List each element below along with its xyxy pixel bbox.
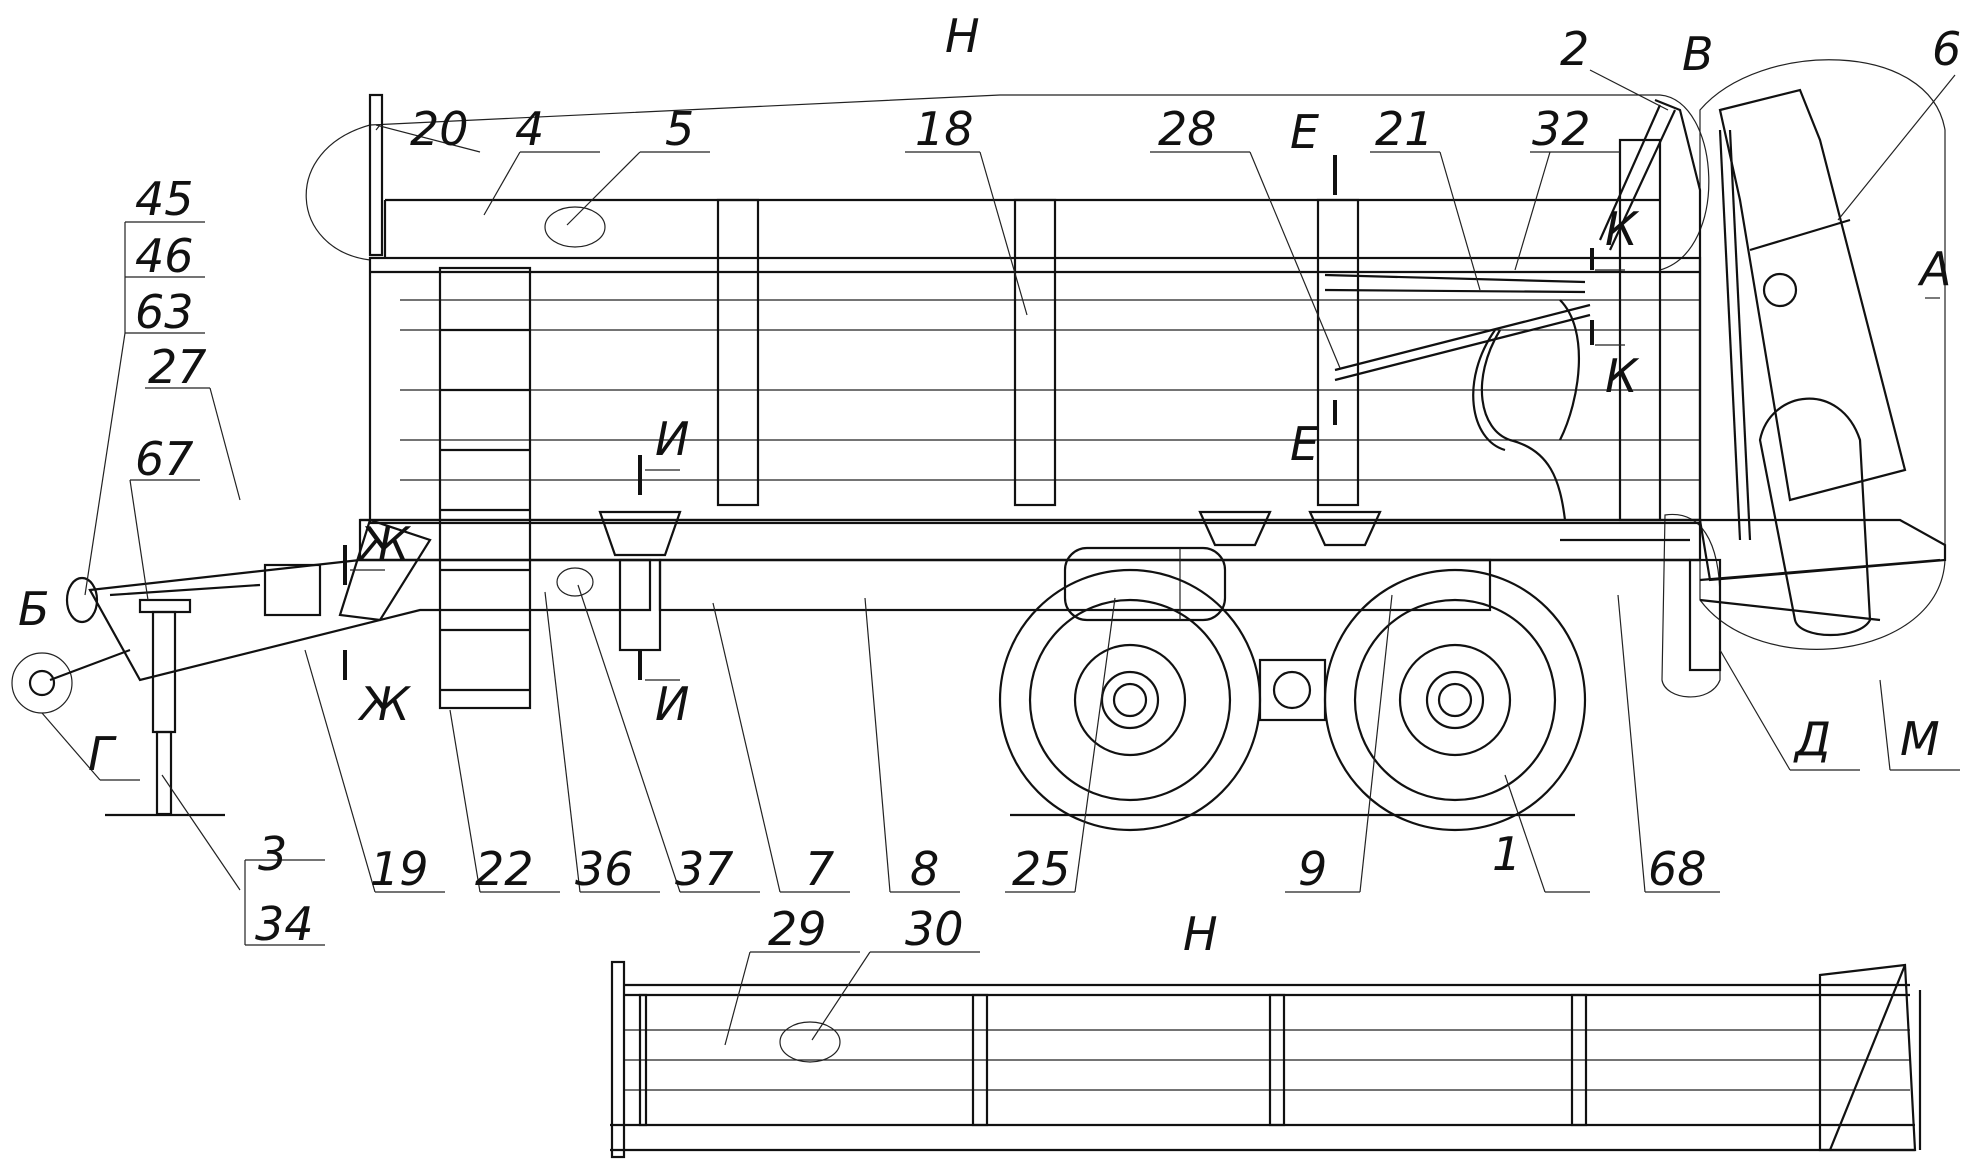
callout-6: 6 bbox=[1932, 22, 1961, 76]
callout-18: 18 bbox=[915, 102, 974, 156]
view-letter-H-bottom: Н bbox=[1183, 907, 1218, 961]
hoppers bbox=[598, 510, 1382, 557]
callout-46: 46 bbox=[135, 229, 194, 283]
ladder bbox=[438, 266, 532, 710]
callout-27: 27 bbox=[148, 340, 207, 394]
view-letter-Zh-top: Ж bbox=[357, 517, 412, 571]
callout-7: 7 bbox=[805, 842, 834, 896]
callout-34: 34 bbox=[255, 897, 314, 951]
view-letter-K-top: К bbox=[1605, 202, 1640, 256]
view-letter-B: Б bbox=[18, 582, 50, 636]
wheels bbox=[998, 568, 1587, 832]
view-letter-I-bot: И bbox=[655, 677, 689, 731]
callout-4: 4 bbox=[515, 102, 544, 156]
callout-2: 2 bbox=[1560, 22, 1589, 76]
bottom-view-H bbox=[610, 960, 1922, 1159]
callout-19: 19 bbox=[370, 842, 429, 896]
tank bbox=[1063, 546, 1227, 622]
hydraulics bbox=[1324, 273, 1690, 542]
callout-25: 25 bbox=[1012, 842, 1071, 896]
callout-67: 67 bbox=[135, 432, 194, 486]
callout-30: 30 bbox=[905, 902, 964, 956]
callout-68: 68 bbox=[1648, 842, 1707, 896]
callout-1: 1 bbox=[1492, 827, 1521, 881]
callout-22: 22 bbox=[475, 842, 534, 896]
callout-21: 21 bbox=[1375, 102, 1434, 156]
support-jack bbox=[105, 598, 225, 817]
callout-37: 37 bbox=[675, 842, 734, 896]
callout-36: 36 bbox=[575, 842, 634, 896]
callout-45: 45 bbox=[135, 172, 194, 226]
rear-spreader bbox=[1598, 88, 1947, 672]
section-markers bbox=[343, 155, 1625, 681]
view-letter-E-bot: Е bbox=[1290, 417, 1319, 471]
view-letter-A: А bbox=[1917, 242, 1951, 296]
view-letter-V: В bbox=[1682, 27, 1714, 81]
view-letter-K-bot: К bbox=[1605, 349, 1640, 403]
callout-5: 5 bbox=[665, 102, 694, 156]
view-letters: Н Н А Б В Г Д М Е Е Ж Ж И И К К bbox=[18, 9, 1951, 961]
callout-28: 28 bbox=[1158, 102, 1217, 156]
callout-3: 3 bbox=[258, 827, 287, 881]
callout-20: 20 bbox=[410, 102, 469, 156]
callout-labels: 1 2 3 4 5 6 7 8 9 18 19 20 21 22 25 27 2… bbox=[135, 22, 1961, 956]
callout-63: 63 bbox=[135, 285, 194, 339]
callout-32: 32 bbox=[1532, 102, 1591, 156]
trailer-body bbox=[358, 93, 1702, 612]
view-letter-I-top: И bbox=[655, 412, 689, 466]
view-letter-G: Г bbox=[88, 727, 117, 781]
callout-29: 29 bbox=[768, 902, 827, 956]
view-letter-D: Д bbox=[1793, 712, 1831, 766]
view-letter-Zh-bot: Ж bbox=[357, 677, 412, 731]
view-letter-E-top: Е bbox=[1290, 105, 1319, 159]
view-letter-H-top: Н bbox=[945, 9, 980, 63]
leader-lines bbox=[41, 69, 1960, 1046]
callout-9: 9 bbox=[1298, 842, 1327, 896]
callout-8: 8 bbox=[910, 842, 939, 896]
view-letter-M: М bbox=[1900, 712, 1940, 766]
